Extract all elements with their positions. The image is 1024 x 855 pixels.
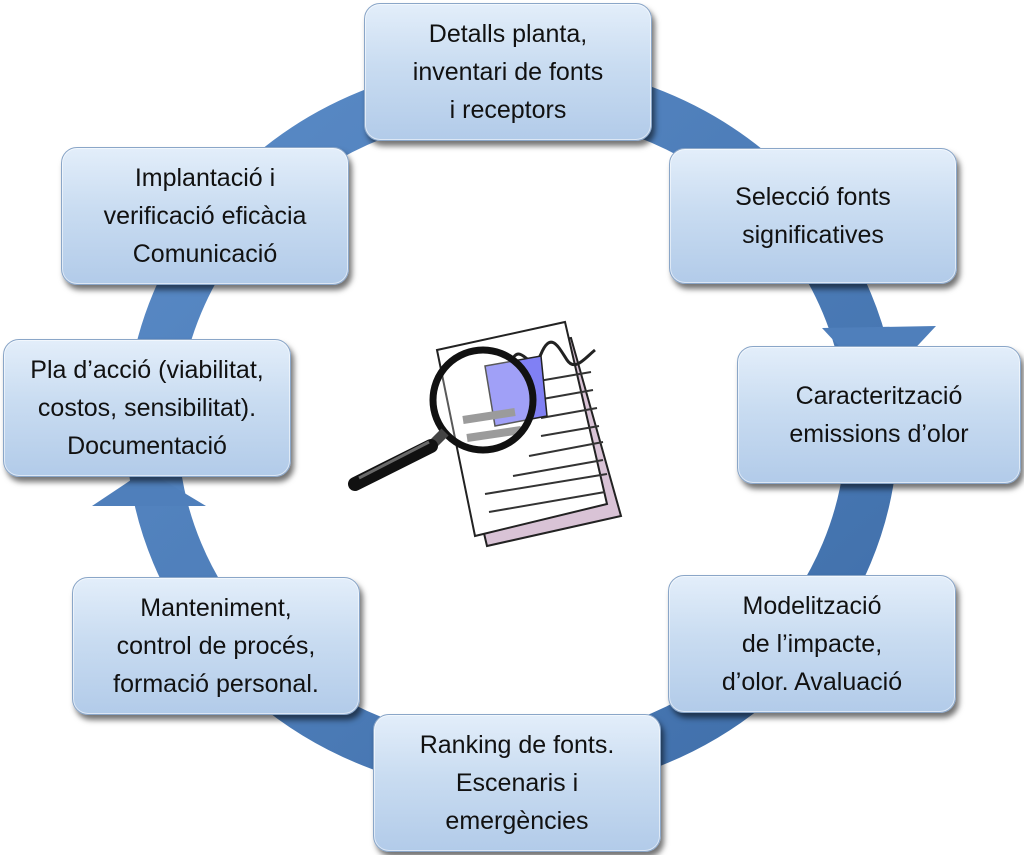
step-label: Manteniment, control de procés, formació…: [113, 594, 319, 698]
step-label: Implantació i verificació eficàcia Comun…: [103, 164, 307, 268]
step-label: Modelització de l’impacte, d’olor. Avalu…: [721, 592, 903, 696]
step-label: Selecció fonts significatives: [735, 183, 891, 249]
step-maintenance: Manteniment, control de procés, formació…: [72, 577, 360, 715]
document-magnifier-icon: [348, 320, 623, 548]
step-source-ranking: Ranking de fonts. Escenaris i emergèncie…: [373, 714, 661, 852]
step-implementation: Implantació i verificació eficàcia Comun…: [61, 147, 349, 285]
step-label: Detalls planta, inventari de fonts i rec…: [412, 20, 604, 124]
step-impact-modeling: Modelització de l’impacte, d’olor. Avalu…: [668, 575, 956, 713]
step-odor-characterization: Caracterització emissions d’olor: [737, 346, 1021, 484]
step-label: Caracterització emissions d’olor: [789, 382, 969, 448]
cycle-arrow-head-left: [92, 470, 206, 506]
step-label: Pla d’acció (viabilitat, costos, sensibi…: [30, 356, 264, 460]
step-plant-details: Detalls planta, inventari de fonts i rec…: [364, 3, 652, 141]
step-significant-sources: Selecció fonts significatives: [669, 148, 957, 284]
step-action-plan: Pla d’acció (viabilitat, costos, sensibi…: [3, 339, 291, 477]
step-label: Ranking de fonts. Escenaris i emergèncie…: [419, 731, 615, 835]
